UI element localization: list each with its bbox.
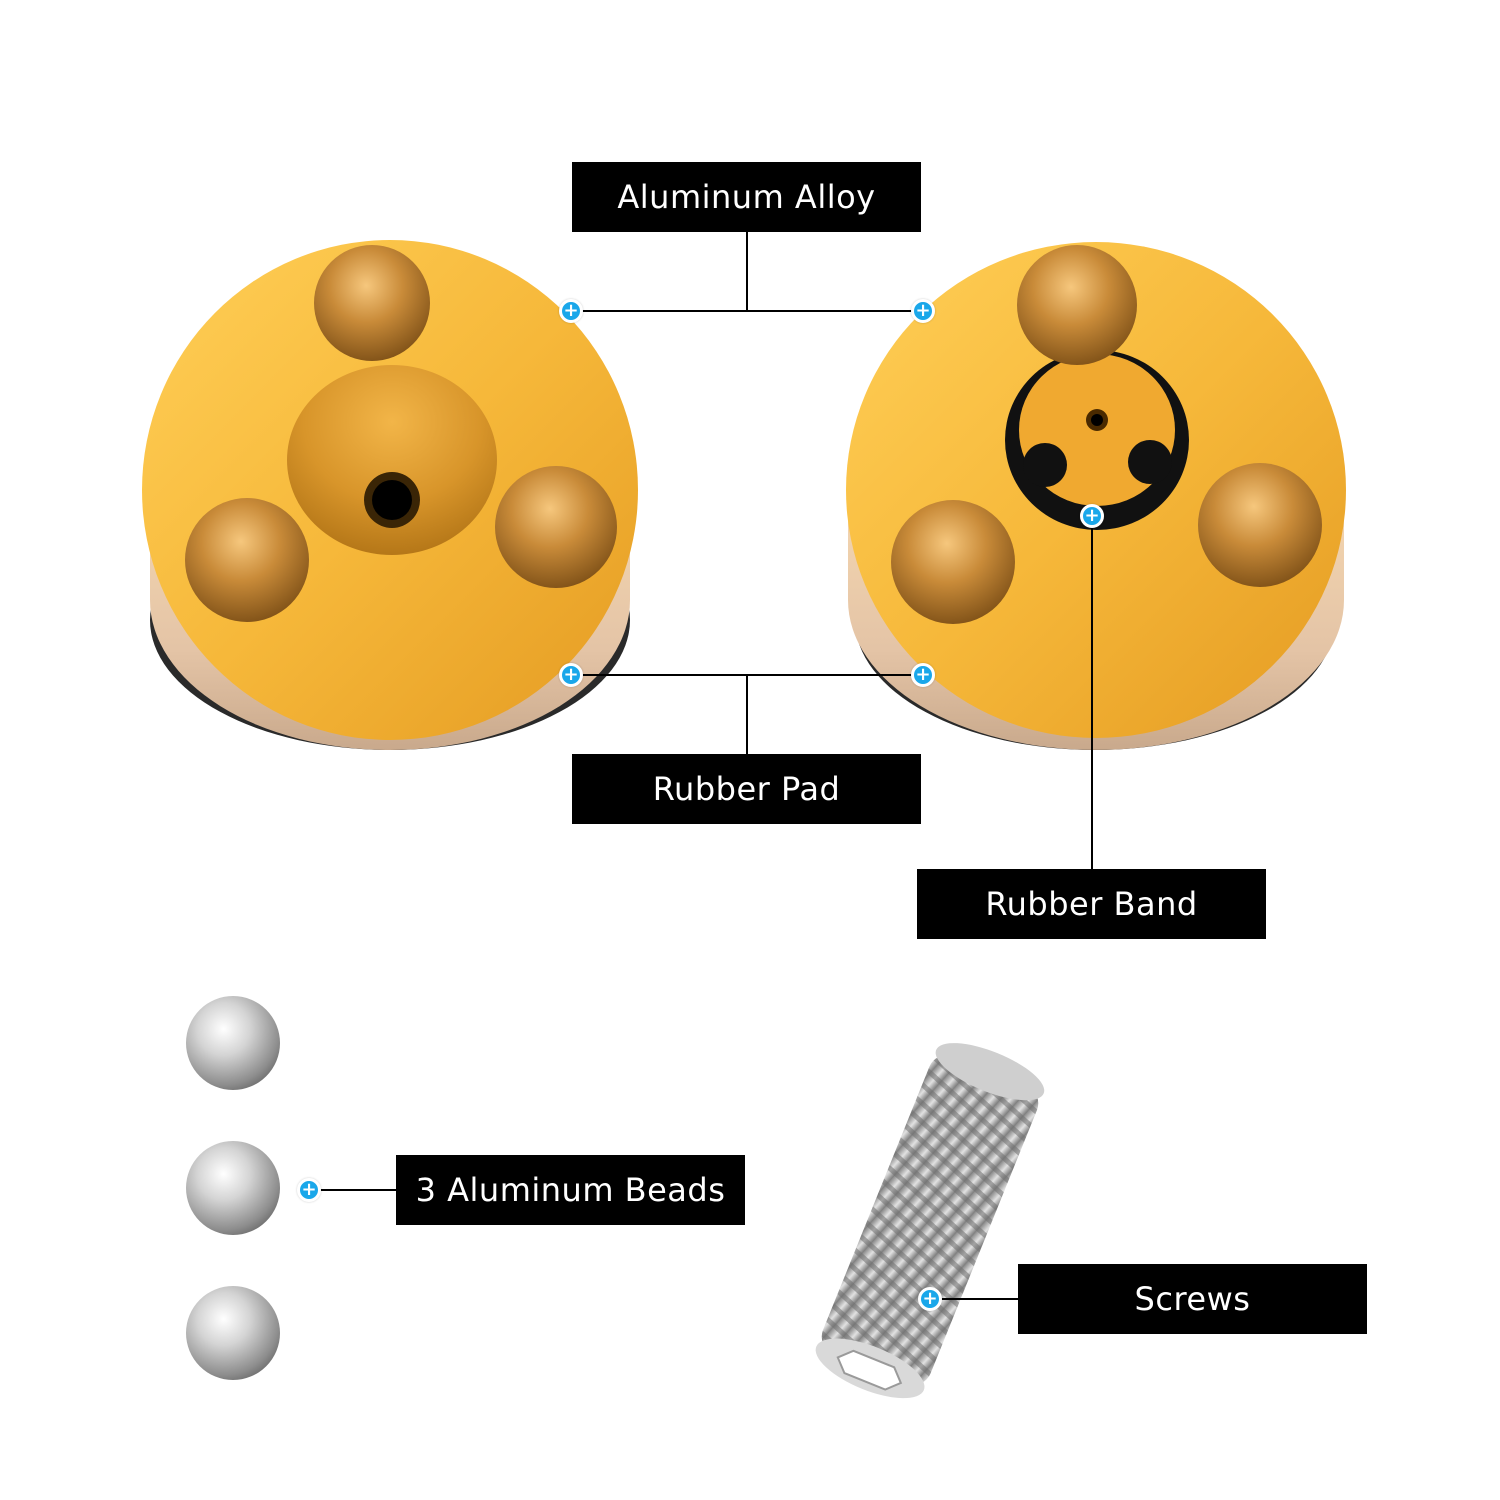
pad-connector-vertical xyxy=(746,675,748,755)
marker-screws xyxy=(918,1287,942,1311)
label-rubber-band: Rubber Band xyxy=(917,869,1266,939)
marker-beads xyxy=(297,1178,321,1202)
beads-connector xyxy=(308,1189,398,1191)
marker-alloy-right xyxy=(911,299,935,323)
screw xyxy=(815,1043,1045,1399)
label-aluminum-alloy: Aluminum Alloy xyxy=(572,162,921,232)
label-rubber-pad: Rubber Pad xyxy=(572,754,921,824)
marker-pad-left xyxy=(559,663,583,687)
pad-connector-horizontal xyxy=(571,674,924,676)
screws-connector xyxy=(930,1298,1020,1300)
marker-pad-right xyxy=(911,663,935,687)
band-connector xyxy=(1091,516,1093,871)
alloy-connector-vertical xyxy=(746,231,748,311)
marker-alloy-left xyxy=(559,299,583,323)
left-puck xyxy=(142,240,638,750)
label-screws: Screws xyxy=(1018,1264,1367,1334)
marker-band xyxy=(1080,504,1104,528)
aluminum-beads xyxy=(186,996,280,1380)
label-aluminum-beads: 3 Aluminum Beads xyxy=(396,1155,745,1225)
right-puck xyxy=(846,242,1346,750)
alloy-connector-horizontal xyxy=(571,310,924,312)
